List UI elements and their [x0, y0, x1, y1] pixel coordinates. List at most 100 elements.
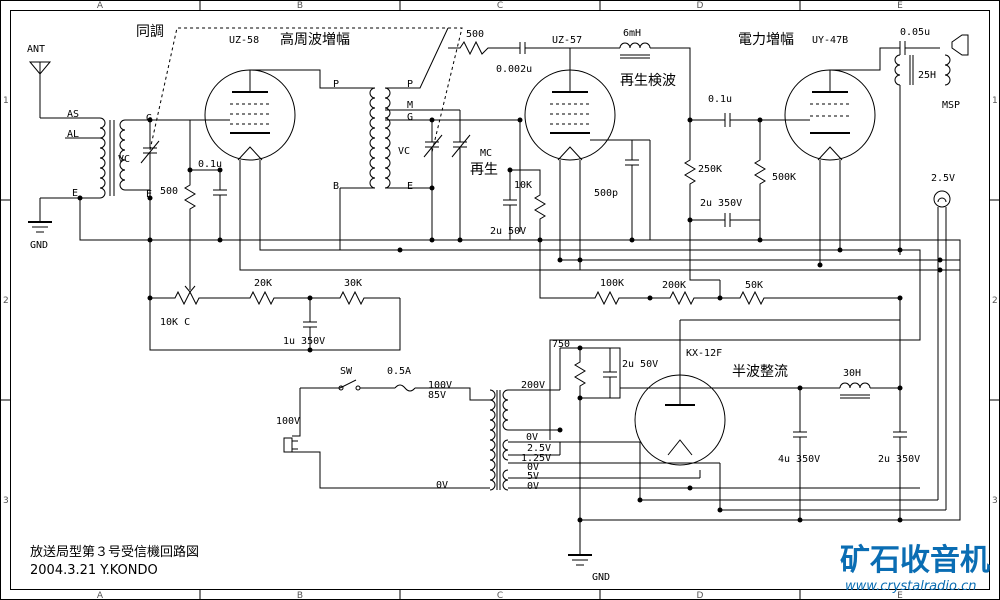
p1-label: P — [333, 79, 339, 90]
v0d-label: 0V — [527, 481, 539, 492]
bias-resistor-750 — [574, 348, 586, 398]
grid-row-2-left: 2 — [3, 296, 9, 306]
screen-resistor-chain — [539, 240, 900, 306]
r500k2-label: 500K — [772, 172, 796, 183]
r30k-label: 30K — [344, 278, 362, 289]
c500p-label: 500p — [594, 188, 618, 199]
c2u50v-label: 2u 50V — [490, 226, 526, 237]
grid-col-c-top: C — [497, 1, 503, 11]
fuse-icon — [394, 384, 416, 392]
watermark-url: www.crystalradio.cn — [845, 579, 976, 594]
ganged-tuning-link — [149, 27, 463, 153]
title-line1: 放送局型第３号受信機回路図 — [30, 544, 199, 560]
antenna-coil-primary — [99, 117, 106, 199]
vc1-label: VC — [118, 154, 130, 165]
p2-label: P — [407, 79, 413, 90]
grid-col-e-top: E — [897, 1, 903, 11]
sw-label: SW — [340, 366, 353, 377]
c4u350v-label: 4u 350V — [778, 454, 820, 465]
power-transformer — [489, 348, 920, 491]
l30h-label: 30H — [843, 368, 861, 379]
antenna-input-section — [28, 61, 160, 240]
c005u-label: 0.05u — [900, 27, 930, 38]
plug-icon — [283, 437, 293, 453]
uz58-tube — [150, 69, 296, 161]
v0c-label: 0V — [527, 462, 539, 473]
r100k-label: 100K — [600, 278, 624, 289]
choke-6mh — [619, 42, 651, 49]
watermark-brand: 矿石收音机 — [840, 543, 990, 578]
r500-label: 500 — [466, 29, 484, 40]
m-label: M — [407, 100, 413, 111]
l25h-label: 25H — [918, 70, 936, 81]
uy47b-label: UY-47B — [812, 35, 848, 46]
c2u50v2-label: 2u 50V — [622, 359, 658, 370]
dotai-label: 同調 — [136, 24, 164, 40]
saisei-label: 再生 — [470, 162, 498, 178]
r50k-label: 50K — [745, 280, 763, 291]
c1u350v-label: 1u 350V — [283, 336, 325, 347]
v125-label: 1.25V — [521, 453, 551, 464]
v200-label: 200V — [521, 380, 545, 391]
v25-label: 2.5V — [931, 173, 955, 184]
c2u350v-label: 2u 350V — [700, 198, 742, 209]
b-label: B — [333, 181, 339, 192]
antenna-coil-secondary — [119, 119, 126, 191]
grid-col-b-bottom: B — [297, 591, 303, 600]
uz58-label: UZ-58 — [229, 35, 259, 46]
speaker-icon — [951, 34, 969, 56]
hanpa-label: 半波整流 — [732, 364, 788, 380]
pilot-lamp-icon — [933, 190, 951, 208]
mc-label: MC — [480, 148, 492, 159]
ground-bus — [79, 198, 961, 521]
grid-row-2-right: 2 — [992, 296, 998, 306]
l6mh-label: 6mH — [623, 28, 641, 39]
title-line2: 2004.3.21 Y.KONDO — [30, 563, 158, 578]
choke-30h — [839, 382, 871, 389]
msp-label: MSP — [942, 100, 960, 111]
v5-label: 5V — [527, 471, 539, 482]
cathode-resistor-10k — [510, 169, 546, 240]
grid-row-1-right: 1 — [992, 96, 998, 106]
r200k-label: 200K — [662, 280, 686, 291]
al-label: AL — [67, 129, 79, 140]
plate-resistor-250k — [684, 120, 696, 220]
v85-label: 85V — [428, 390, 446, 401]
ant-label: ANT — [27, 44, 45, 55]
grid-col-d-bottom: D — [697, 591, 704, 600]
grid-col-a-top: A — [97, 1, 104, 11]
r10kc-label: 10K C — [160, 317, 190, 328]
output-transformer-secondary — [944, 54, 951, 86]
grid-resistor-500k — [754, 120, 766, 240]
uy47b-tube — [784, 69, 876, 161]
v0b-label: 0V — [526, 432, 538, 443]
gnd2-label: GND — [592, 572, 610, 583]
grid-col-a-bottom: A — [97, 591, 104, 600]
gnd-label: GND — [30, 240, 48, 251]
vc2-label: VC — [398, 146, 410, 157]
r20k-label: 20K — [254, 278, 272, 289]
grid-leak-500 — [448, 40, 520, 56]
v100-label: 100V — [428, 380, 452, 391]
junction-dots — [77, 117, 943, 523]
r10k-label: 10K — [514, 180, 532, 191]
uz57-label: UZ-57 — [552, 35, 582, 46]
bias-resistor-chain — [150, 290, 400, 306]
output-transformer-primary — [894, 54, 901, 86]
tuning-capacitor-arrow — [140, 140, 160, 164]
c2u350v2-label: 2u 350V — [878, 454, 920, 465]
inner-border — [10, 10, 990, 590]
koshuha-label: 高周波増幅 — [280, 31, 350, 48]
kx12f-label: KX-12F — [686, 348, 722, 359]
grid-row-1-left: 1 — [3, 96, 9, 106]
grid-col-d-top: D — [697, 1, 704, 11]
cathode-resistor-500 — [184, 170, 196, 240]
r750-label: 750 — [552, 339, 570, 350]
f1-label: E — [146, 189, 152, 200]
v100in-label: 100V — [276, 416, 300, 427]
fuse-label: 0.5A — [387, 366, 411, 377]
grid-row-3-left: 3 — [3, 496, 9, 506]
c0002u-label: 0.002u — [496, 64, 532, 75]
